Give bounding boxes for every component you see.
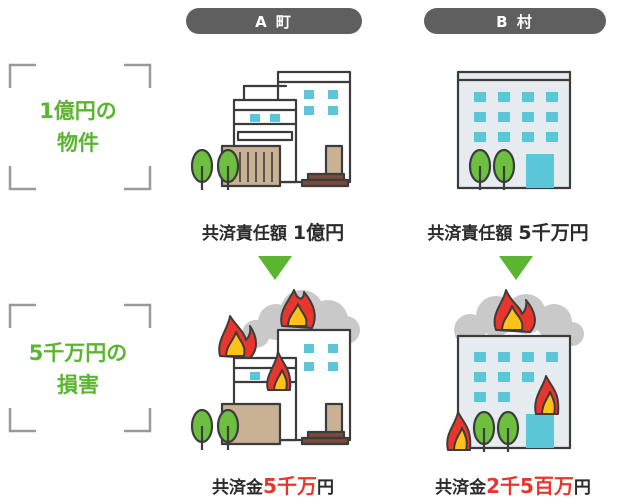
caption-b-payout-suffix: 円: [573, 478, 591, 498]
caption-b-liability: 共済責任額 5千万円: [396, 218, 620, 245]
row-label-property-line1: 1億円の: [39, 99, 117, 123]
caption-b-payout: 共済金2千5百万円: [408, 470, 618, 499]
caption-a-liability-prefix: 共済責任額: [201, 224, 287, 244]
caption-b-payout-value: 2千5百万: [486, 474, 574, 498]
house-icon: [190, 70, 352, 190]
row-bracket-damage: [8, 303, 152, 433]
row-label-damage: 5千万円の 損害: [0, 337, 156, 401]
caption-a-payout-prefix: 共済金: [212, 478, 264, 498]
burning-house-icon: [190, 289, 360, 450]
building-icon: [456, 70, 572, 190]
caption-a-payout-suffix: 円: [316, 478, 334, 498]
caption-b-payout-prefix: 共済金: [435, 478, 487, 498]
caption-a-payout: 共済金5千万円: [178, 470, 368, 499]
column-header-b: B 村: [424, 8, 606, 34]
column-header-a: A 町: [186, 8, 362, 34]
caption-a-liability-value: 1億円: [292, 222, 345, 244]
row-label-damage-line1: 5千万円の: [28, 341, 128, 365]
caption-a-liability: 共済責任額 1億円: [168, 218, 378, 245]
caption-b-liability-value: 5千万円: [518, 222, 589, 244]
column-header-b-label: B 村: [496, 12, 534, 31]
row-bracket-property: [8, 63, 152, 191]
row-label-damage-line2: 損害: [57, 373, 99, 397]
caption-b-liability-prefix: 共済責任額: [427, 224, 513, 244]
burning-building-icon: [446, 289, 584, 452]
down-arrow-icon-b: [499, 256, 533, 280]
down-arrow-icon-a: [258, 256, 292, 280]
column-header-a-label: A 町: [255, 12, 293, 31]
row-label-property: 1億円の 物件: [0, 95, 156, 159]
row-label-property-line2: 物件: [57, 131, 99, 155]
caption-a-payout-value: 5千万: [263, 474, 317, 498]
